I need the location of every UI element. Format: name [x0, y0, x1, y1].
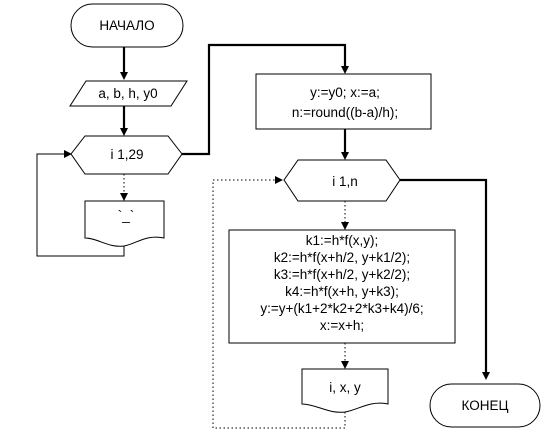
process-block: k1:=h*f(x,y); k2:=h*f(x+h/2, y+k1/2); k3…: [228, 229, 456, 344]
init-block: y:=y0; x:=a; n:=round((b-a)/h);: [255, 73, 432, 130]
edge-outer-loop-to-print: [120, 174, 128, 201]
output-label: i, x, y: [329, 380, 361, 395]
outer-loop-block: i 1,29: [70, 135, 183, 175]
edge-inner-loop-to-end: [400, 178, 490, 380]
edge-outer-loop-return: [36, 150, 125, 257]
print-document-block: `_`: [84, 200, 165, 247]
inner-loop-block: i 1,n: [283, 159, 401, 202]
print-label: `_`: [118, 208, 135, 223]
process-line-4: k4:=h*f(x+h, y+k3);: [285, 284, 399, 299]
process-line-3: k3:=h*f(x+h/2, y+k2/2);: [274, 267, 410, 282]
outer-loop-label: i 1,29: [110, 147, 143, 162]
process-line-6: x:=x+h;: [320, 318, 364, 333]
process-line-1: k1:=h*f(x,y);: [306, 233, 378, 248]
init-line-1: y:=y0; x:=a;: [310, 85, 380, 100]
input-label: a, b, h, y0: [98, 86, 157, 101]
edge-process-to-output: [341, 343, 349, 369]
start-terminator: НАЧАЛО: [70, 3, 184, 48]
input-block: a, b, h, y0: [69, 80, 188, 107]
inner-loop-label: i 1,n: [332, 174, 358, 189]
edge-inner-loop-to-process: [341, 201, 349, 230]
process-line-5: y:=y+(k1+2*k2+2*k3+k4)/6;: [260, 301, 423, 316]
end-label: КОНЕЦ: [462, 398, 509, 413]
start-label: НАЧАЛО: [99, 18, 154, 33]
edge-start-to-input: [120, 47, 128, 80]
output-document-block: i, x, y: [301, 368, 389, 413]
edge-outer-loop-to-init: [182, 43, 349, 156]
edge-init-to-inner-loop: [341, 129, 349, 160]
end-terminator: КОНЕЦ: [429, 383, 541, 428]
edge-inner-loop-return: [212, 176, 346, 429]
edge-input-to-outer-loop: [120, 106, 128, 136]
process-line-2: k2:=h*f(x+h/2, y+k1/2);: [274, 250, 410, 265]
init-line-2: n:=round((b-a)/h);: [292, 105, 398, 120]
